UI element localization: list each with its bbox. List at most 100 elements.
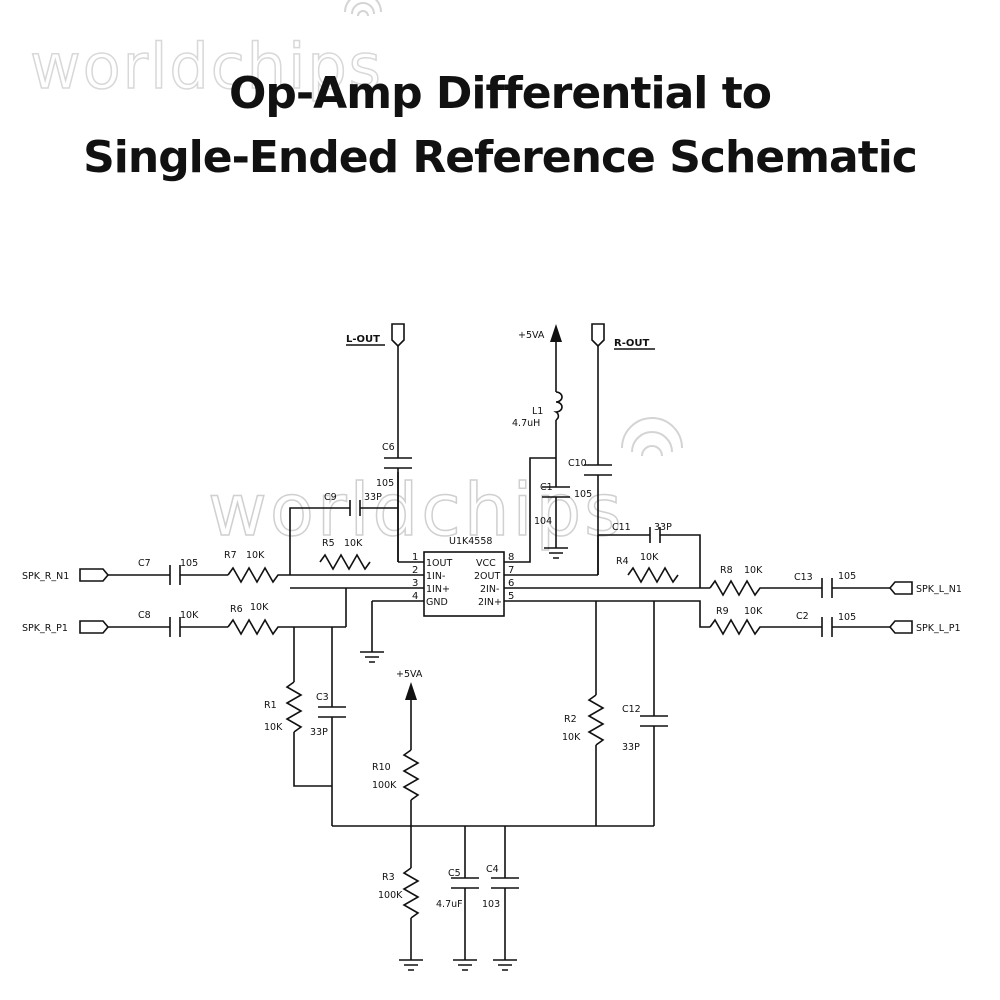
capacitor-c2: C2 105 bbox=[796, 611, 856, 637]
pin-1-name: 1OUT bbox=[426, 558, 452, 569]
svg-text:105: 105 bbox=[180, 558, 198, 569]
svg-text:104: 104 bbox=[534, 516, 552, 527]
svg-text:R7: R7 bbox=[224, 550, 237, 561]
svg-text:R9: R9 bbox=[716, 606, 729, 617]
ic-ref: U1 bbox=[449, 536, 462, 547]
pin-5-num: 5 bbox=[508, 591, 514, 602]
title-line-1: Op-Amp Differential to bbox=[229, 68, 772, 119]
capacitor-c12: C12 33P bbox=[622, 704, 668, 753]
svg-text:10K: 10K bbox=[640, 552, 659, 563]
resistor-r10: R10 100K bbox=[372, 749, 420, 801]
capacitor-c1: C1 105 104 bbox=[534, 482, 592, 527]
svg-text:R4: R4 bbox=[616, 556, 629, 567]
svg-text:C5: C5 bbox=[448, 868, 461, 879]
pin-8-name: VCC bbox=[476, 558, 496, 569]
svg-text:4.7uH: 4.7uH bbox=[512, 418, 540, 429]
capacitor-c5: C5 4.7uF bbox=[436, 868, 479, 910]
svg-text:C8: C8 bbox=[138, 610, 151, 621]
svg-text:C2: C2 bbox=[796, 611, 809, 622]
pin-2-num: 2 bbox=[412, 565, 418, 576]
svg-text:105: 105 bbox=[838, 612, 856, 623]
watermark-center: worldchips bbox=[207, 467, 625, 553]
svg-text:R3: R3 bbox=[382, 872, 395, 883]
capacitor-c13: C13 105 bbox=[794, 571, 856, 598]
pin-7-name: 2OUT bbox=[474, 571, 500, 582]
power-label-top: +5VA bbox=[518, 330, 545, 341]
svg-text:C4: C4 bbox=[486, 864, 499, 875]
svg-text:100K: 100K bbox=[372, 780, 397, 791]
svg-text:105: 105 bbox=[838, 571, 856, 582]
capacitor-c3: C3 33P bbox=[310, 692, 346, 738]
port-spk-l-p1: SPK_L_P1 bbox=[916, 623, 961, 634]
svg-text:R1: R1 bbox=[264, 700, 277, 711]
svg-text:10K: 10K bbox=[562, 732, 581, 743]
title-line-2: Single-Ended Reference Schematic bbox=[83, 132, 918, 183]
port-spk-r-p1: SPK_R_P1 bbox=[22, 623, 68, 634]
svg-text:10K: 10K bbox=[250, 602, 269, 613]
svg-text:C1: C1 bbox=[540, 482, 553, 493]
svg-text:C6: C6 bbox=[382, 442, 395, 453]
svg-text:100K: 100K bbox=[378, 890, 403, 901]
capacitor-c10: C10 bbox=[568, 458, 612, 476]
svg-text:C13: C13 bbox=[794, 572, 813, 583]
wires bbox=[108, 346, 890, 960]
capacitor-c6: C6 105 bbox=[376, 442, 412, 562]
svg-text:105: 105 bbox=[376, 478, 394, 489]
pin-7-num: 7 bbox=[508, 565, 514, 576]
svg-text:C7: C7 bbox=[138, 558, 151, 569]
resistor-r7: R7 10K bbox=[224, 550, 290, 584]
port-spk-r-n1: SPK_R_N1 bbox=[22, 571, 69, 582]
svg-text:10K: 10K bbox=[246, 550, 265, 561]
port-icon bbox=[79, 323, 913, 634]
pin-6-name: 2IN- bbox=[480, 584, 499, 595]
pin-1-num: 1 bbox=[412, 552, 418, 563]
watermark-top: worldchips bbox=[29, 29, 383, 104]
resistor-r2: R2 10K bbox=[562, 694, 605, 746]
svg-text:10K: 10K bbox=[264, 722, 283, 733]
port-spk-l-n1: SPK_L_N1 bbox=[916, 584, 962, 595]
pin-4-name: GND bbox=[426, 597, 448, 608]
resistor-r3: R3 100K bbox=[378, 867, 420, 919]
svg-text:33P: 33P bbox=[310, 727, 328, 738]
wifi-watermark-icon bbox=[344, 0, 683, 457]
svg-text:C9: C9 bbox=[324, 492, 337, 503]
svg-text:33P: 33P bbox=[622, 742, 640, 753]
svg-text:R10: R10 bbox=[372, 762, 391, 773]
svg-text:R5: R5 bbox=[322, 538, 335, 549]
svg-text:C3: C3 bbox=[316, 692, 329, 703]
port-l-out: L-OUT bbox=[346, 334, 380, 345]
resistor-r1: R1 10K bbox=[264, 681, 303, 733]
power-label-mid: +5VA bbox=[396, 669, 423, 680]
svg-text:C10: C10 bbox=[568, 458, 587, 469]
port-r-out: R-OUT bbox=[614, 338, 649, 349]
svg-text:33P: 33P bbox=[654, 522, 672, 533]
inductor-l1: L14.7uH bbox=[512, 391, 563, 429]
svg-text:103: 103 bbox=[482, 899, 500, 910]
ground-icon bbox=[360, 547, 568, 971]
svg-text:R2: R2 bbox=[564, 714, 577, 725]
svg-text:10K: 10K bbox=[744, 606, 763, 617]
capacitor-c4: C4 103 bbox=[482, 864, 519, 910]
resistor-r4: R4 10K bbox=[616, 552, 679, 584]
resistor-r8: R8 10K bbox=[709, 565, 770, 597]
svg-text:C12: C12 bbox=[622, 704, 641, 715]
pin-8-num: 8 bbox=[508, 552, 514, 563]
ic-part: K4558 bbox=[462, 536, 492, 547]
svg-text:L1: L1 bbox=[532, 406, 543, 417]
pin-4-num: 4 bbox=[412, 591, 418, 602]
pin-3-name: 1IN+ bbox=[426, 584, 450, 595]
pin-5-name: 2IN+ bbox=[478, 597, 502, 608]
svg-text:R8: R8 bbox=[720, 565, 733, 576]
pin-3-num: 3 bbox=[412, 578, 418, 589]
capacitor-c7: C7 105 bbox=[138, 558, 198, 585]
svg-text:4.7uF: 4.7uF bbox=[436, 899, 463, 910]
svg-text:10K: 10K bbox=[744, 565, 763, 576]
resistor-r9: R9 10K bbox=[709, 606, 770, 636]
svg-text:105: 105 bbox=[574, 489, 592, 500]
